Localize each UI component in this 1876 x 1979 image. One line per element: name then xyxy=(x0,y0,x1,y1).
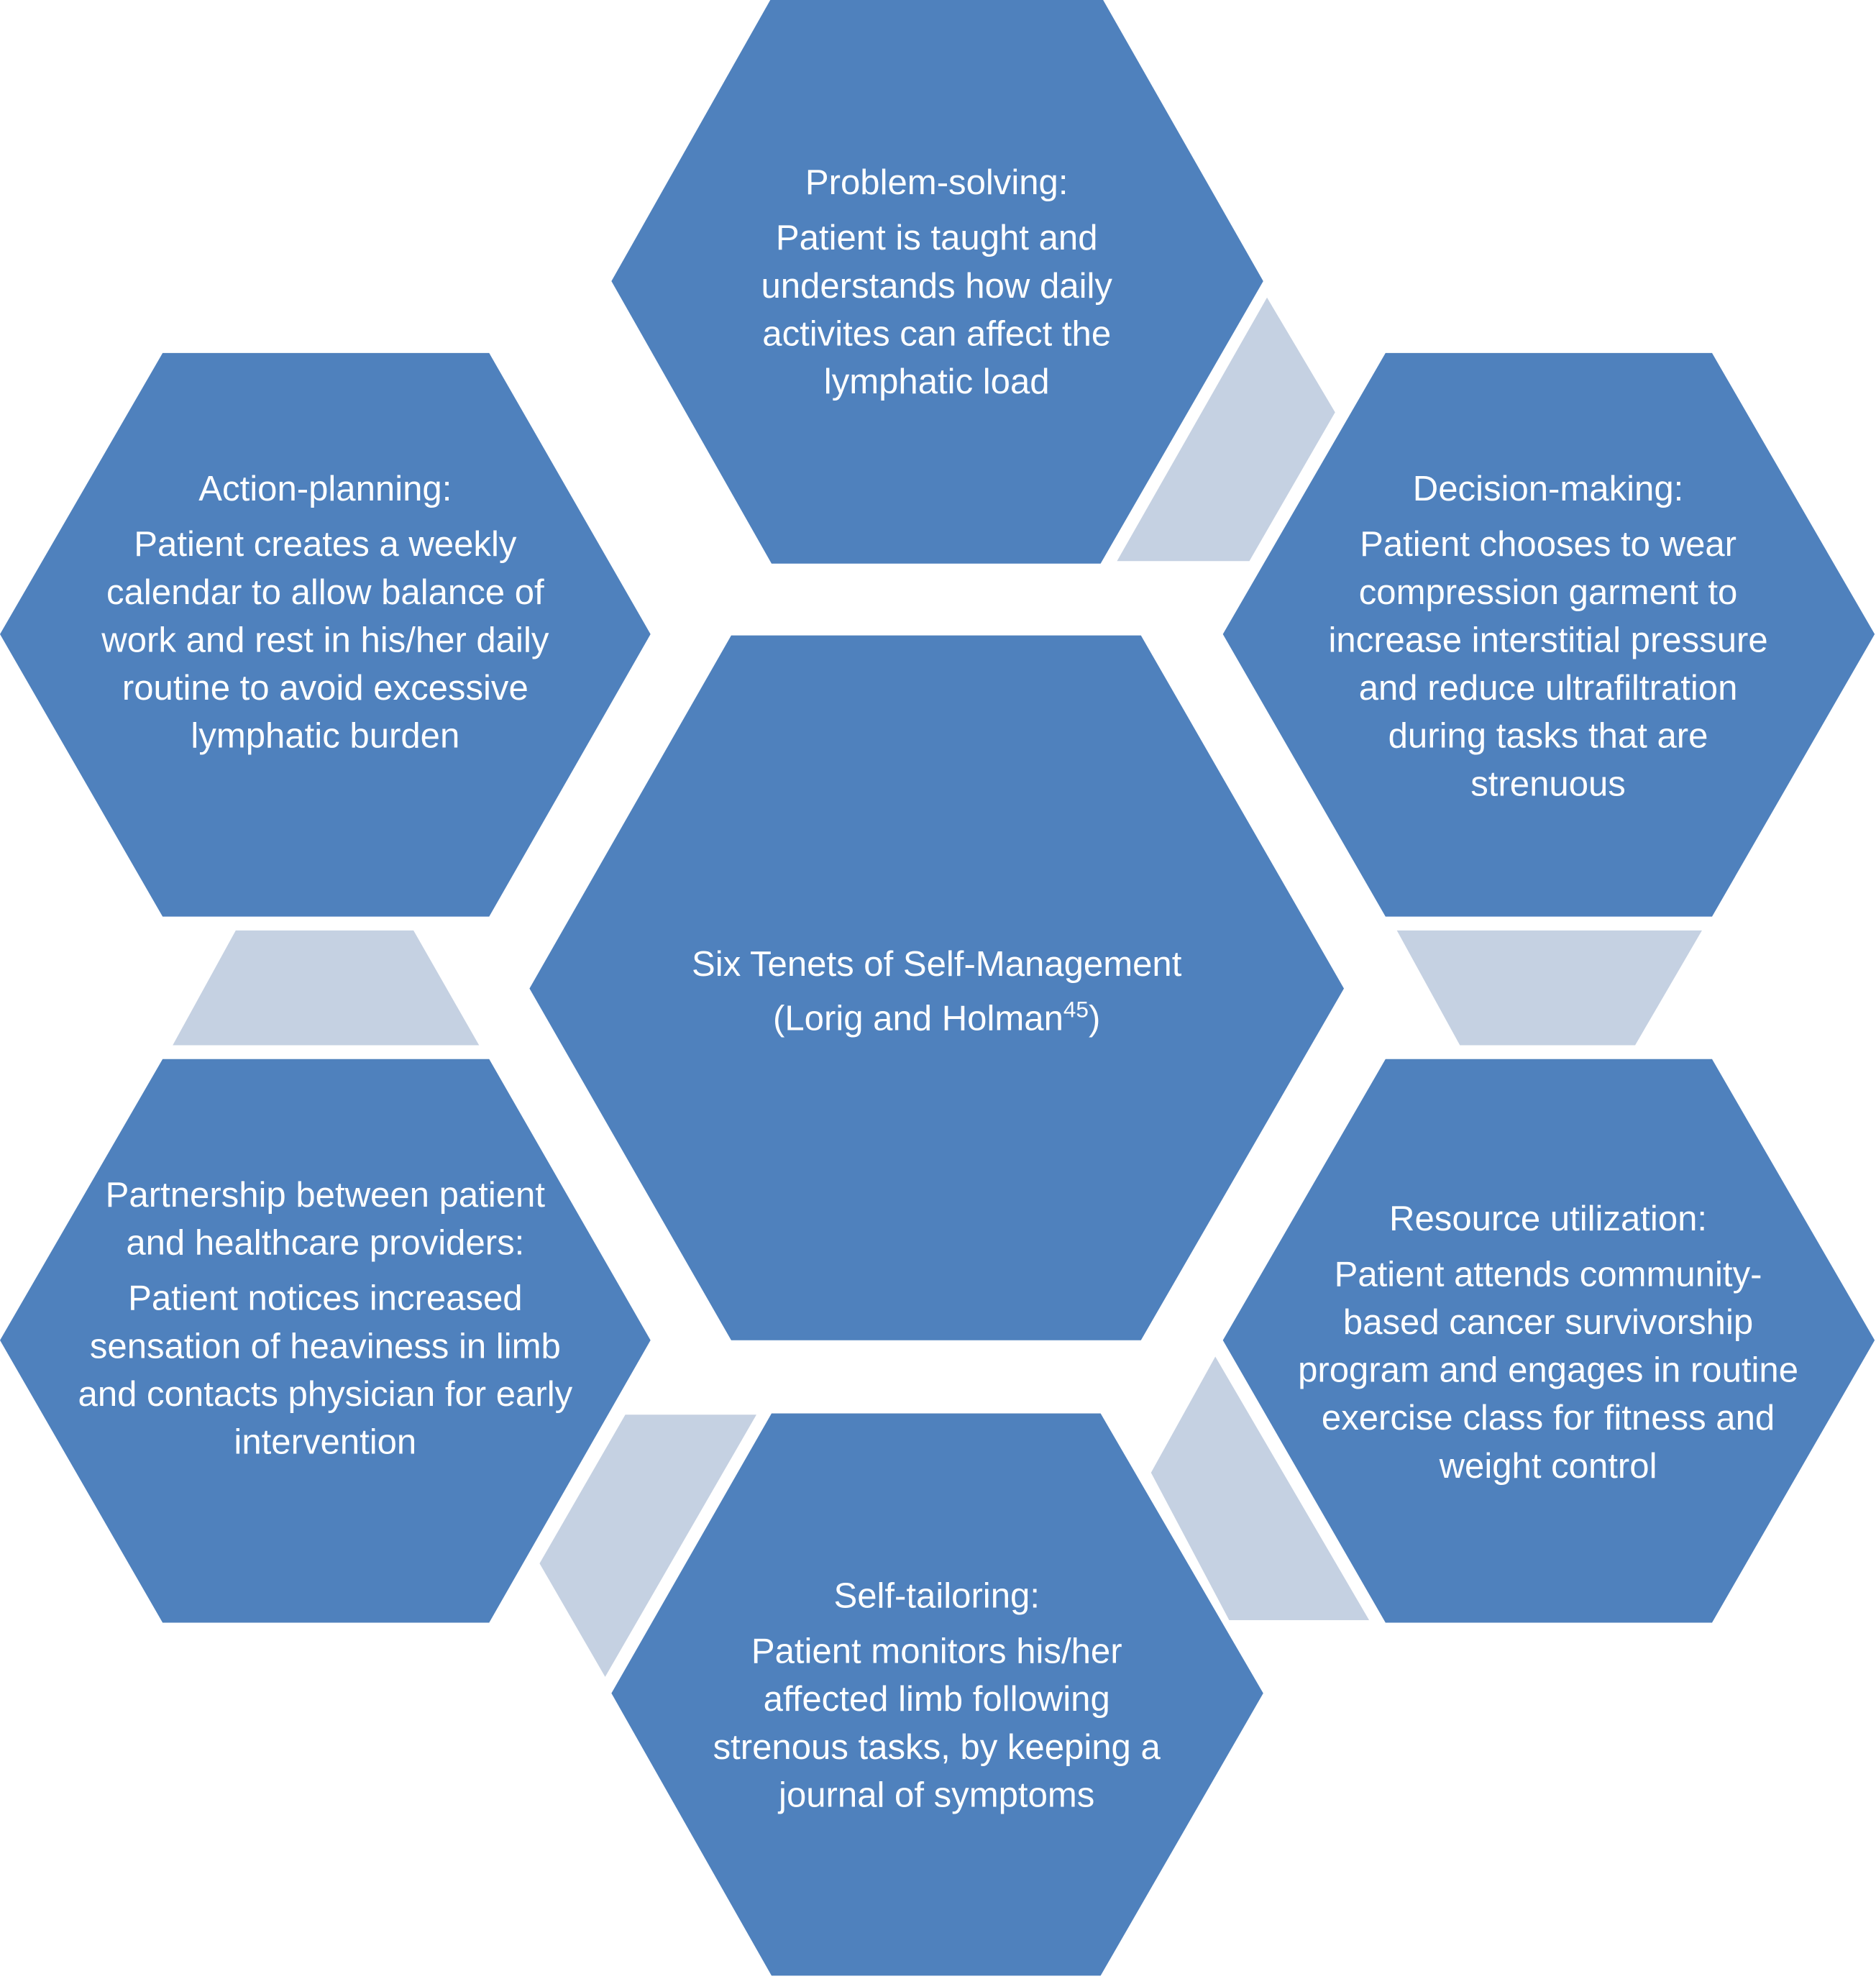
hexagon-partnership xyxy=(0,1059,651,1623)
hexagon-action-planning xyxy=(0,352,651,917)
hexagon-center xyxy=(529,635,1345,1340)
hexagon-resource-utilization xyxy=(1222,1059,1875,1623)
center-heading: Six Tenets of Self-Management xyxy=(692,944,1182,984)
tenet-description: Patient notices increased sensation of h… xyxy=(78,1278,573,1462)
citation-close: ) xyxy=(1089,998,1101,1038)
tenet-self-tailoring: Self-tailoring: Patient monitors his/her… xyxy=(697,1572,1176,1819)
tenet-title: Action-planning: xyxy=(198,469,452,508)
citation-authors: (Lorig and Holman xyxy=(773,998,1063,1038)
tenet-description: Patient chooses to wear compression garm… xyxy=(1328,524,1768,803)
tenet-title: Self-tailoring: xyxy=(833,1576,1040,1615)
tenet-title: Partnership between patient and healthca… xyxy=(105,1175,546,1263)
hexagon-decision-making xyxy=(1222,352,1875,917)
tenet-title: Problem-solving: xyxy=(805,163,1069,202)
center-title: Six Tenets of Self-Management (Lorig and… xyxy=(634,937,1240,1046)
tenet-decision-making: Decision-making: Patient chooses to wear… xyxy=(1315,465,1782,808)
hexagon-self-tailoring xyxy=(611,1413,1263,1976)
tenet-resource-utilization: Resource utilization: Patient attends co… xyxy=(1296,1195,1800,1490)
tenet-description: Patient attends community-based cancer s… xyxy=(1298,1254,1799,1486)
tenet-problem-solving: Problem-solving: Patient is taught and u… xyxy=(728,159,1145,406)
tenet-description: Patient monitors his/her affected limb f… xyxy=(713,1631,1161,1814)
tenet-description: Patient creates a weekly calendar to all… xyxy=(101,524,549,756)
citation-reference: 45 xyxy=(1063,997,1089,1023)
tenet-title: Decision-making: xyxy=(1412,469,1684,508)
connector-bottom-right xyxy=(1150,1356,1370,1620)
connector-top-right xyxy=(1117,297,1335,562)
tenet-description: Patient is taught and understands how da… xyxy=(761,218,1112,401)
tenet-action-planning: Action-planning: Patient creates a weekl… xyxy=(86,465,564,760)
connector-right xyxy=(1396,930,1702,1046)
hexagon-problem-solving xyxy=(611,0,1263,564)
tenet-title: Resource utilization: xyxy=(1389,1199,1708,1238)
connector-left xyxy=(173,930,480,1046)
connector-bottom-left xyxy=(539,1414,756,1677)
center-citation: (Lorig and Holman45) xyxy=(634,991,1240,1045)
tenet-partnership: Partnership between patient and healthca… xyxy=(73,1171,577,1466)
